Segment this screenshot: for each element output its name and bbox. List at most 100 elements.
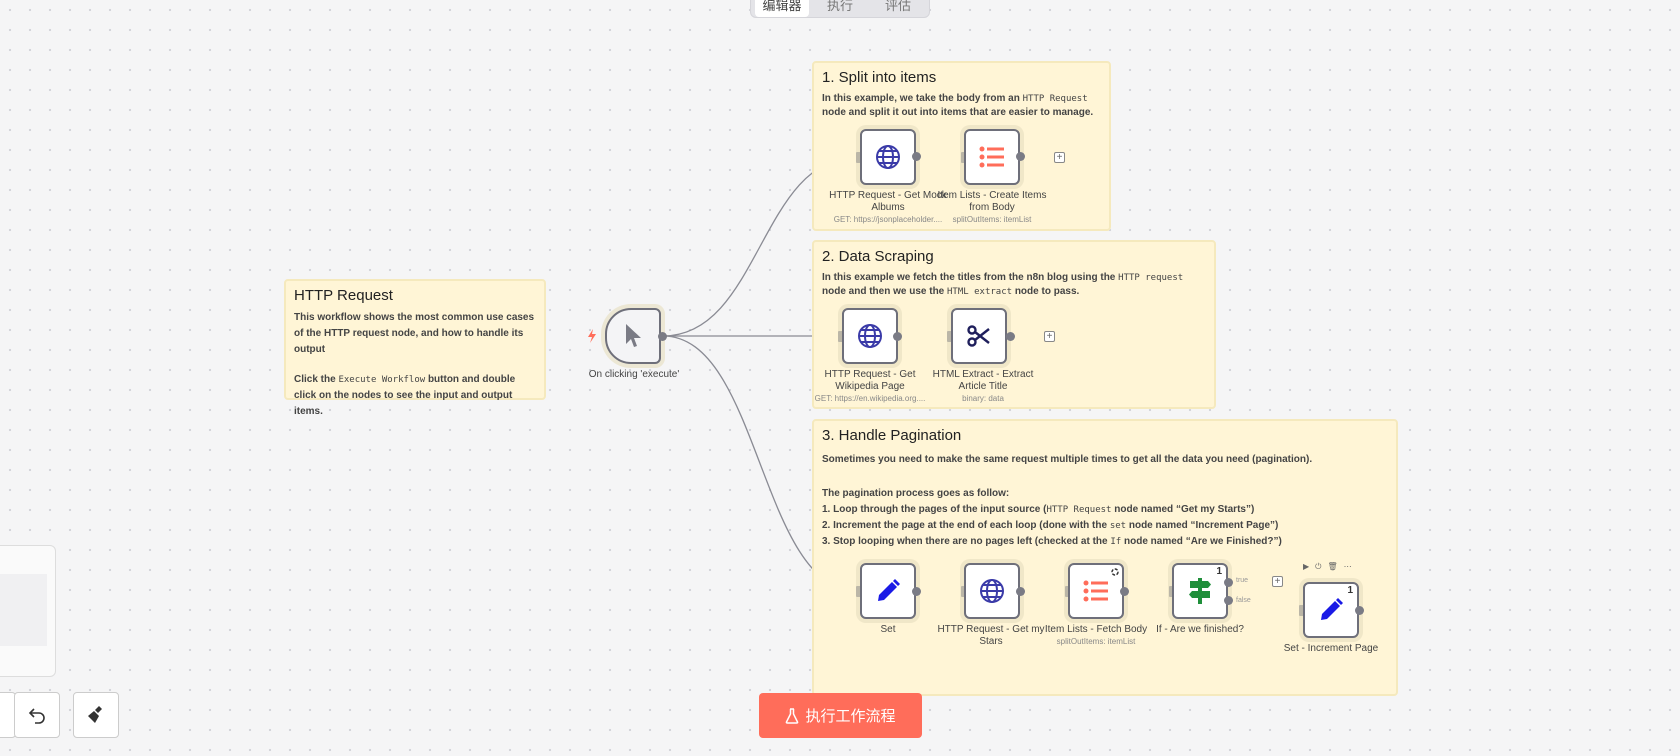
broom-icon (88, 706, 102, 723)
http-get-mock-albums-subtitle: GET: https://jsonplaceholder.... (833, 215, 943, 224)
intro-title: HTTP Request (294, 287, 393, 304)
trash-icon[interactable]: 🗑 (1327, 562, 1338, 571)
if-are-we-finished-node[interactable]: 1 (1172, 563, 1228, 619)
step-3-a: 3. Stop looping when there are no pages … (822, 536, 1111, 547)
section-2-code-1: HTTP request (1118, 273, 1184, 283)
node-output[interactable] (912, 152, 921, 161)
set-increment-page-node[interactable]: 1 (1303, 582, 1359, 638)
intro-note[interactable]: HTTP Request This workflow shows the mos… (284, 279, 546, 417)
globe-icon (858, 324, 882, 348)
add-node-plus[interactable]: + (1044, 331, 1055, 342)
section-1-desc: In this example, we take the body from a… (822, 92, 1101, 119)
run-count-badge: 1 (1216, 566, 1222, 577)
section-1-desc-b: node and split it out into items that ar… (822, 107, 1094, 118)
node-output[interactable] (1120, 587, 1129, 596)
set-increment-page-label: Set - Increment Page (1283, 643, 1379, 654)
section-3-title: 3. Handle Pagination (822, 427, 962, 444)
list-icon (1083, 580, 1108, 602)
step-1-code: HTTP Request (1046, 505, 1112, 515)
http-get-wikipedia-subtitle: GET: https://en.wikipedia.org.... (814, 394, 926, 403)
side-panel (0, 545, 56, 677)
node-input[interactable] (1065, 586, 1070, 597)
section-1-code: HTTP Request (1022, 94, 1088, 104)
trigger-output[interactable] (658, 332, 667, 341)
tab-executions[interactable]: 执行 (826, 0, 853, 13)
http-get-wikipedia-node[interactable] (842, 308, 898, 364)
html-extract-node[interactable] (951, 308, 1007, 364)
section-3-step-2: 2. Increment the page at the end of each… (822, 518, 1388, 534)
item-lists-fetch-body-node[interactable] (1068, 563, 1124, 619)
step-1-b: node named “Get my Starts”) (1111, 504, 1255, 515)
flask-icon (786, 707, 799, 724)
if-false-output[interactable] (1224, 596, 1233, 605)
add-node-plus[interactable]: + (1272, 576, 1283, 587)
undo-icon (28, 708, 45, 724)
section-2-desc-a: In this example we fetch the titles from… (822, 272, 1119, 283)
step-3-code: If (1110, 537, 1122, 547)
node-input[interactable] (961, 586, 966, 597)
power-icon[interactable]: ⏻ (1315, 562, 1322, 571)
intro-text-2b: button and double click on the nodes to … (294, 374, 516, 417)
node-output[interactable] (1016, 152, 1025, 161)
signpost-icon (1189, 578, 1211, 604)
intro-text-2a: Click the (294, 374, 339, 385)
globe-icon (980, 579, 1004, 603)
set-label: Set (880, 624, 896, 635)
pencil-icon (1321, 598, 1343, 620)
step-1-a: 1. Loop through the pages of the input s… (822, 504, 1047, 515)
set-node[interactable] (860, 563, 916, 619)
item-lists-fetch-body-label: Item Lists - Fetch Body (1044, 624, 1148, 635)
node-toolbar: ▶ ⏻ 🗑 ⋯ (1303, 562, 1352, 572)
node-input[interactable] (856, 586, 861, 597)
http-get-my-stars-label: HTTP Request - Get my Stars (937, 624, 1045, 647)
item-lists-create-items-label: Item Lists - Create Items from Body (937, 190, 1047, 213)
item-lists-create-items-node[interactable] (964, 129, 1020, 185)
node-output[interactable] (912, 587, 921, 596)
node-output[interactable] (1006, 332, 1015, 341)
undo-button[interactable] (14, 692, 60, 738)
section-3-step-1: 1. Loop through the pages of the input s… (822, 502, 1388, 518)
section-3-note[interactable]: 3. Handle Pagination Sometimes you need … (812, 419, 1398, 696)
step-2-a: 2. Increment the page at the end of each… (822, 520, 1110, 531)
scissors-icon (967, 325, 990, 347)
pencil-icon (878, 579, 900, 601)
if-true-output[interactable] (1224, 578, 1233, 587)
section-2-desc: In this example we fetch the titles from… (822, 271, 1206, 299)
http-get-my-stars-node[interactable] (964, 563, 1020, 619)
true-branch-label: true (1236, 577, 1249, 584)
node-input[interactable] (1169, 586, 1174, 597)
step-2-code: set (1109, 521, 1127, 531)
node-output[interactable] (1016, 587, 1025, 596)
play-icon[interactable]: ▶ (1303, 562, 1310, 571)
item-lists-fetch-body-subtitle: splitOutItems: itemList (1056, 637, 1136, 646)
intro-code: Execute Workflow (338, 375, 426, 385)
add-node-plus[interactable]: + (1054, 152, 1065, 163)
execute-workflow-label: 执行工作流程 (805, 708, 896, 725)
cursor-icon (626, 324, 641, 347)
tab-editor[interactable]: 编辑器 (755, 0, 809, 17)
loading-icon (1111, 568, 1119, 576)
node-input[interactable] (1299, 605, 1304, 616)
execute-workflow-button[interactable]: 执行工作流程 (759, 693, 922, 738)
http-get-mock-albums-node[interactable] (860, 129, 916, 185)
node-output[interactable] (893, 332, 902, 341)
node-input[interactable] (947, 331, 952, 342)
run-count-badge: 1 (1347, 585, 1353, 596)
tab-evaluation[interactable]: 评估 (884, 0, 911, 13)
intro-text-2: Click the Execute Workflow button and do… (294, 372, 536, 420)
clear-execution-button[interactable] (73, 692, 119, 738)
mode-tabs: 编辑器 执行 评估 (750, 0, 930, 18)
section-3-intro: Sometimes you need to make the same requ… (822, 454, 1313, 465)
section-2-title: 2. Data Scraping (822, 248, 934, 265)
node-input[interactable] (961, 152, 966, 163)
intro-text-1: This workflow shows the most common use … (294, 312, 535, 355)
node-input[interactable] (838, 331, 843, 342)
node-output[interactable] (1355, 606, 1364, 615)
section-1-title: 1. Split into items (822, 69, 937, 86)
section-2-desc-c: node to pass. (1012, 286, 1080, 297)
html-extract-label: HTML Extract - Extract Article Title (932, 369, 1034, 392)
trigger-node[interactable] (605, 308, 661, 364)
false-branch-label: false (1236, 597, 1251, 604)
node-input[interactable] (856, 152, 861, 163)
more-icon[interactable]: ⋯ (1343, 562, 1352, 571)
